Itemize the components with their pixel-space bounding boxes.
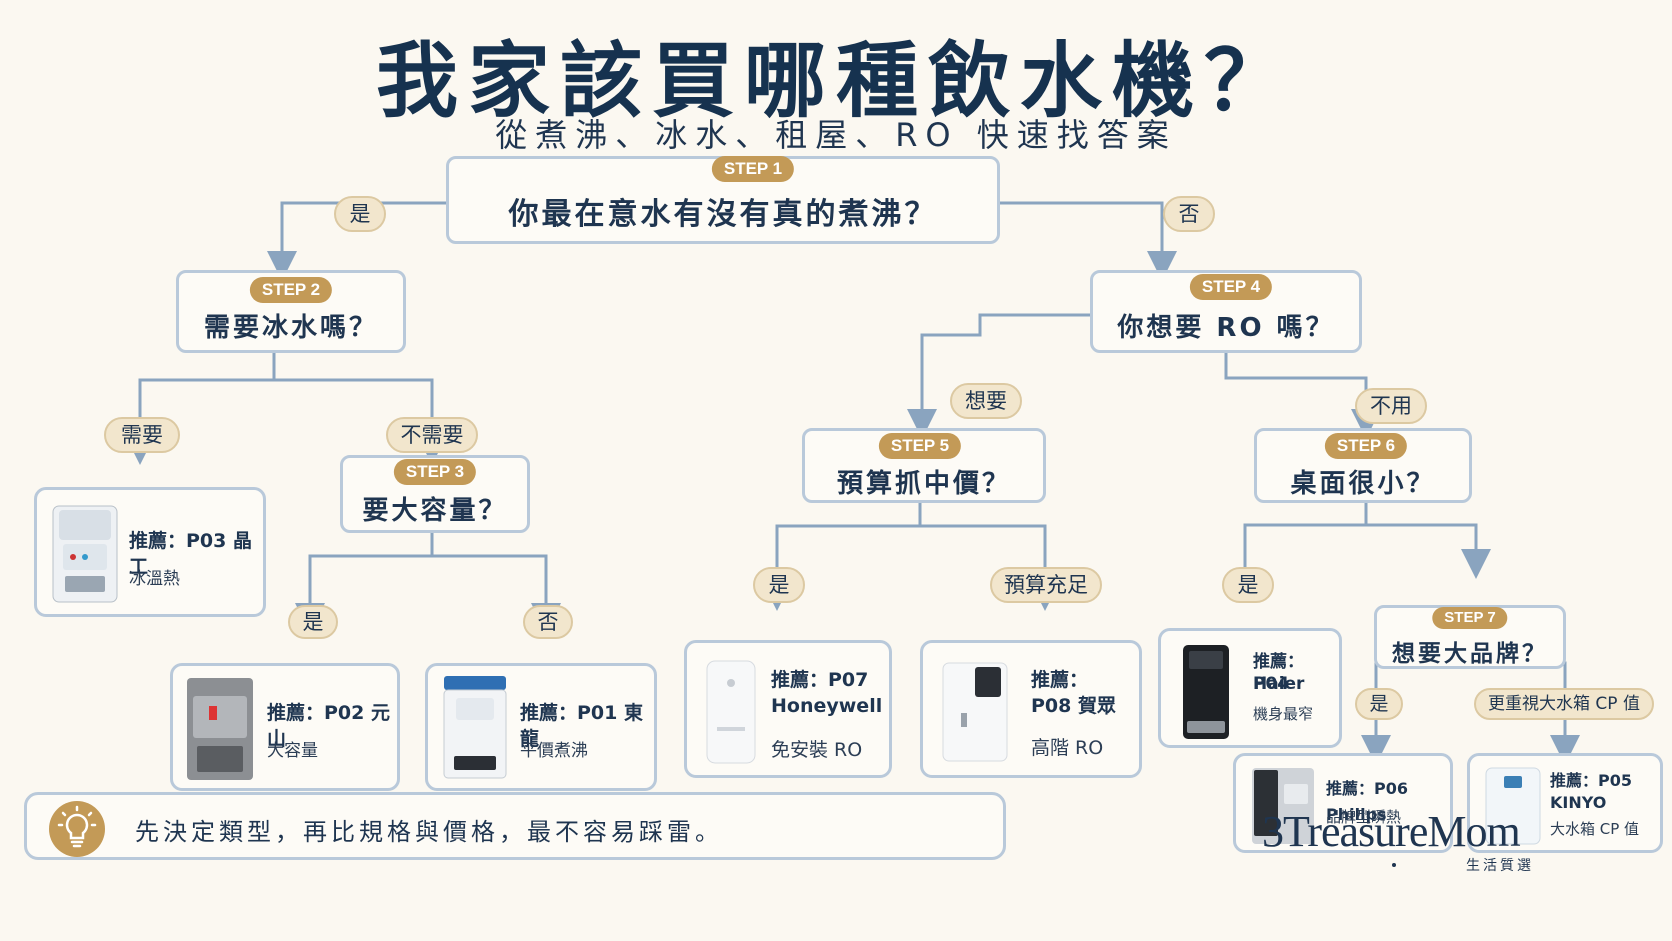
- product-note-p08: 高階 RO: [1031, 737, 1104, 759]
- tip-banner: 先決定類型，再比規格與價格，最不容易踩雷。: [24, 792, 1006, 860]
- water-dispenser-image: [1183, 645, 1229, 739]
- step6-box: 桌面很小？: [1254, 428, 1472, 503]
- label-s5-budget: 預算充足: [990, 567, 1102, 603]
- water-dispenser-image: [942, 662, 1008, 762]
- step3-question: 要大容量？: [362, 496, 508, 526]
- step6-badge: STEP 6: [1324, 433, 1408, 459]
- step5-badge: STEP 5: [878, 433, 962, 459]
- label-s4-nouse: 不用: [1355, 388, 1427, 424]
- product-label-p05-line1: 推薦：P05: [1550, 771, 1632, 790]
- product-label-p08-line2: P08 賀眾: [1031, 695, 1116, 717]
- step4-question: 你想要 RO 嗎？: [1117, 313, 1335, 343]
- product-card-p05[interactable]: 推薦：P05 KINYO 大水箱 CP 值: [1467, 753, 1663, 853]
- step7-badge: STEP 7: [1432, 607, 1508, 629]
- product-card-p07[interactable]: 推薦：P07 Honeywell 免安裝 RO: [684, 640, 892, 778]
- step1-badge: STEP 1: [711, 156, 795, 182]
- step3-box: 要大容量？: [340, 455, 530, 533]
- label-s1-no: 否: [1163, 196, 1215, 232]
- step6-question: 桌面很小？: [1290, 469, 1436, 499]
- step7-box: 想要大品牌？: [1374, 605, 1566, 669]
- page-subtitle: 從煮沸、冰水、租屋、RO 快速找答案: [495, 116, 1177, 154]
- step2-question: 需要冰水嗎？: [203, 313, 378, 343]
- water-dispenser-image: [443, 676, 507, 779]
- tip-text: 先決定類型，再比規格與價格，最不容易踩雷。: [135, 818, 723, 846]
- product-note-p01: 平價煮沸: [520, 741, 588, 761]
- step3-badge: STEP 3: [393, 459, 477, 485]
- product-label-p07-line2: Honeywell: [771, 695, 883, 717]
- brand-tagline: 生活質選: [1466, 858, 1534, 874]
- product-card-p08[interactable]: 推薦： P08 賀眾 高階 RO: [920, 640, 1142, 778]
- label-s2-noneed: 不需要: [386, 417, 478, 453]
- product-card-p02[interactable]: 推薦：P02 元山 大容量: [170, 663, 400, 791]
- step1-question: 你最在意水有沒有真的煮沸？: [508, 197, 938, 232]
- product-label-p04-line1: 推薦：P04: [1253, 652, 1304, 694]
- page-title: 我家該買哪種飲水機？: [375, 34, 1296, 129]
- water-dispenser-image: [1485, 767, 1541, 845]
- label-s7-yes: 是: [1355, 688, 1403, 720]
- product-label-p08-line1: 推薦：: [1031, 669, 1089, 691]
- product-label-p05-line2: KINYO: [1550, 793, 1607, 812]
- product-note-p04: 機身最窄: [1253, 705, 1314, 723]
- product-label-p04-line2: Haier: [1253, 674, 1305, 694]
- label-s4-want: 想要: [950, 383, 1022, 419]
- product-label-p03: 推薦：P03 晶工: [129, 530, 252, 578]
- product-label-p06: 推薦：P06 Philips: [1326, 779, 1408, 824]
- water-dispenser-image: [1252, 768, 1314, 844]
- product-note-p02: 大容量: [267, 741, 318, 761]
- brand-logo: 3TreasureMom: [1262, 807, 1521, 856]
- label-s5-yes: 是: [753, 567, 805, 603]
- product-card-p06[interactable]: 推薦：P06 Philips 品牌型瞬熱: [1233, 753, 1453, 853]
- label-s1-yes: 是: [334, 196, 386, 232]
- product-label-p01: 推薦：P01 東龍: [520, 702, 643, 750]
- product-label-p07-line1: 推薦：P07: [771, 669, 869, 691]
- product-card-p03[interactable]: 推薦：P03 晶工 冰溫熱: [34, 487, 266, 617]
- product-note-p06: 品牌型瞬熱: [1326, 808, 1402, 826]
- product-note-p05: 大水箱 CP 值: [1550, 820, 1640, 838]
- product-card-p01[interactable]: 推薦：P01 東龍 平價煮沸: [425, 663, 657, 791]
- label-s3-no: 否: [523, 605, 573, 639]
- step2-badge: STEP 2: [249, 277, 333, 303]
- lightbulb-icon: [49, 801, 105, 857]
- product-label-p02: 推薦：P02 元山: [267, 702, 390, 750]
- label-s2-need: 需要: [104, 417, 180, 453]
- product-note-p07: 免安裝 RO: [771, 739, 863, 761]
- brand-dot: [1392, 863, 1396, 867]
- label-s7-cp: 更重視大水箱 CP 值: [1474, 688, 1654, 720]
- water-dispenser-image: [706, 660, 756, 764]
- step4-badge: STEP 4: [1189, 274, 1273, 300]
- water-dispenser-image: [187, 678, 253, 780]
- product-card-p04[interactable]: 推薦：P04 Haier 機身最窄: [1158, 628, 1342, 748]
- water-dispenser-image: [52, 505, 118, 603]
- step5-question: 預算抓中價？: [836, 469, 1011, 499]
- product-note-p03: 冰溫熱: [129, 569, 180, 589]
- step7-question: 想要大品牌？: [1392, 641, 1548, 667]
- label-s6-yes: 是: [1222, 567, 1274, 603]
- label-s3-yes: 是: [288, 605, 338, 639]
